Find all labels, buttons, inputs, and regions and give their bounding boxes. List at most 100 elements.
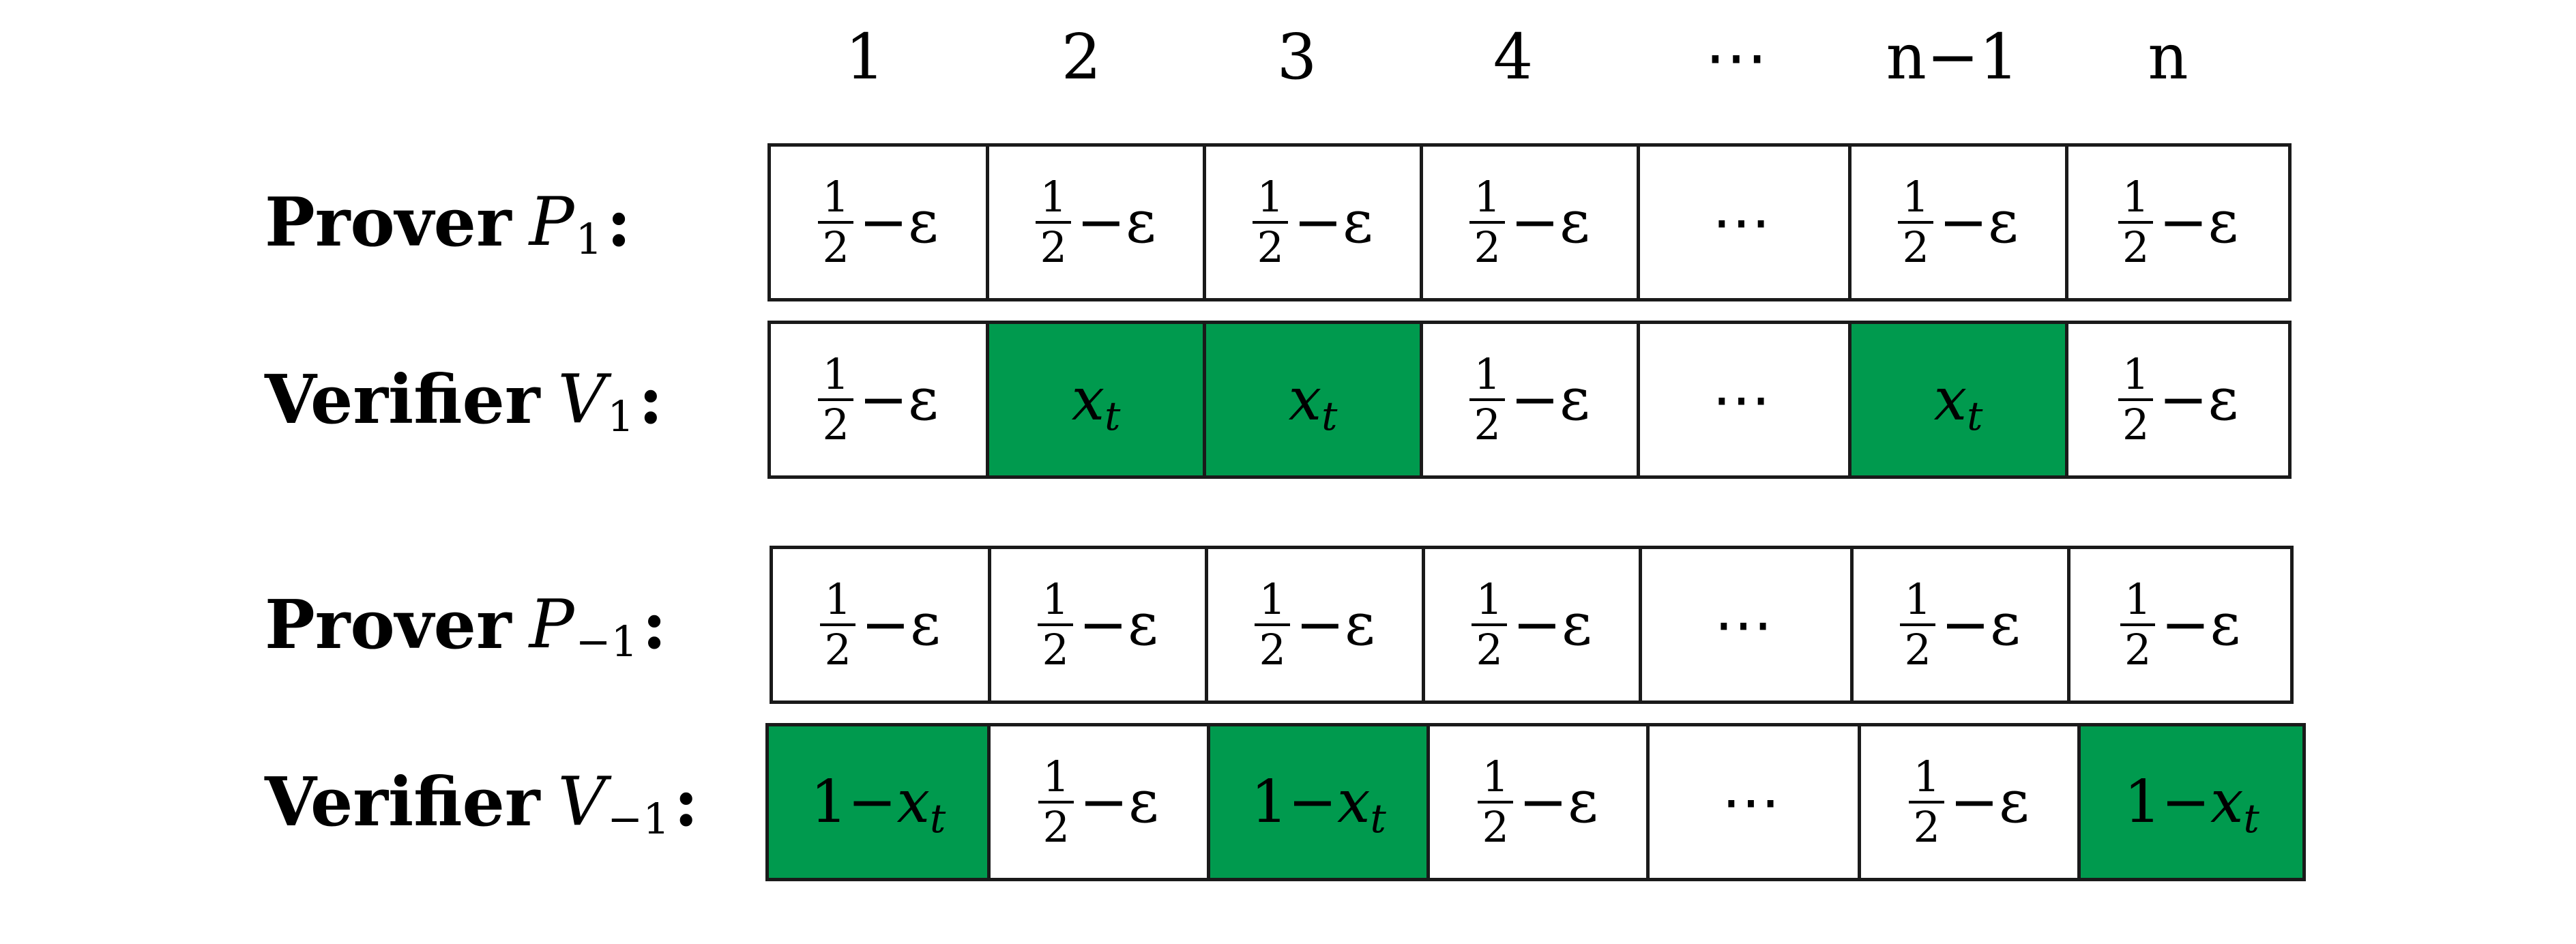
expression-rest: −ε [1510,188,1590,256]
row-label-colon: : [673,763,699,842]
variable: x [1336,768,1371,836]
expression-rest: −ε [858,366,939,434]
fraction-numerator: 1 [818,176,853,224]
fraction-denominator: 2 [1904,625,1931,675]
fraction-numerator: 1 [1036,176,1071,224]
row-label-symbol: P [529,183,574,261]
fraction-numerator: 1 [1469,176,1505,224]
fraction-denominator: 2 [1042,802,1070,852]
expression-rest: −ε [1512,591,1592,659]
row-label-symbol: V [557,763,606,841]
expression-rest: −ε [1295,591,1375,659]
ellipsis: ⋯ [1721,768,1786,836]
row-label-colon: : [641,585,667,664]
table-cell: ⋯ [1640,324,1852,475]
column-header: 4 [1493,20,1534,93]
fraction-denominator: 2 [1474,222,1501,272]
fraction-numerator: 1 [1478,756,1513,803]
fraction-denominator: 2 [2122,400,2150,449]
fraction-denominator: 2 [1474,400,1501,449]
row-label-word: Verifier [265,360,540,439]
expression-rest: −ε [1510,366,1590,434]
variable-subscript: t [1967,393,1983,439]
fraction-numerator: 1 [818,353,853,401]
expression-rest: −ε [1949,768,2030,836]
expression-rest: −ε [1079,768,1159,836]
row-label-word: Prover [265,585,512,664]
expression-rest: −ε [2161,591,2241,659]
table-cell: ⋯ [1650,726,1861,878]
fraction-numerator: 1 [2118,176,2154,224]
expression-rest: −ε [1293,188,1373,256]
column-header: n [2148,20,2189,93]
column-header: n−1 [1886,20,2019,93]
variable-subscript: t [1321,393,1338,439]
expression-rest: −ε [2158,366,2239,434]
row-label-subscript: 1 [575,213,603,264]
row-label-word: Prover [265,183,512,262]
row-label-subscript: −1 [607,793,670,844]
fraction-numerator: 1 [1253,176,1288,224]
fraction-numerator: 1 [1038,578,1073,626]
expression-rest: −ε [1938,188,2019,256]
fraction-denominator: 2 [2122,222,2150,272]
fraction-denominator: 2 [822,400,849,449]
fraction-numerator: 1 [2118,353,2154,401]
fraction-numerator: 1 [1038,756,1074,803]
fraction-numerator: 1 [820,578,855,626]
fraction-numerator: 1 [1900,578,1935,626]
ellipsis: ⋯ [1714,591,1779,659]
row-label-verifier-v1: Verifier V 1 : [265,321,663,479]
expression-rest: −ε [1518,768,1598,836]
fraction-denominator: 2 [1476,625,1503,675]
fraction-numerator: 1 [1469,353,1505,401]
fraction-numerator: 1 [1472,578,1507,626]
row-label-prover-p1: Prover P 1 : [265,143,631,301]
variable-subscript: t [2243,795,2259,842]
fraction-numerator: 1 [1255,578,1290,626]
table-cell: ⋯ [1640,147,1852,298]
variable-subscript: t [929,795,946,842]
row-label-word: Verifier [265,763,540,842]
fraction-denominator: 2 [1482,802,1509,852]
row-label-prover-p-neg1: Prover P −1 : [265,546,667,704]
table-cell: ⋯ [1642,549,1854,700]
row-label-colon: : [638,360,663,439]
fraction-numerator: 1 [2120,578,2156,626]
variable: x [2210,768,2244,836]
column-header: 2 [1061,20,1102,93]
fraction-denominator: 2 [1913,802,1940,852]
fraction-denominator: 2 [822,222,849,272]
